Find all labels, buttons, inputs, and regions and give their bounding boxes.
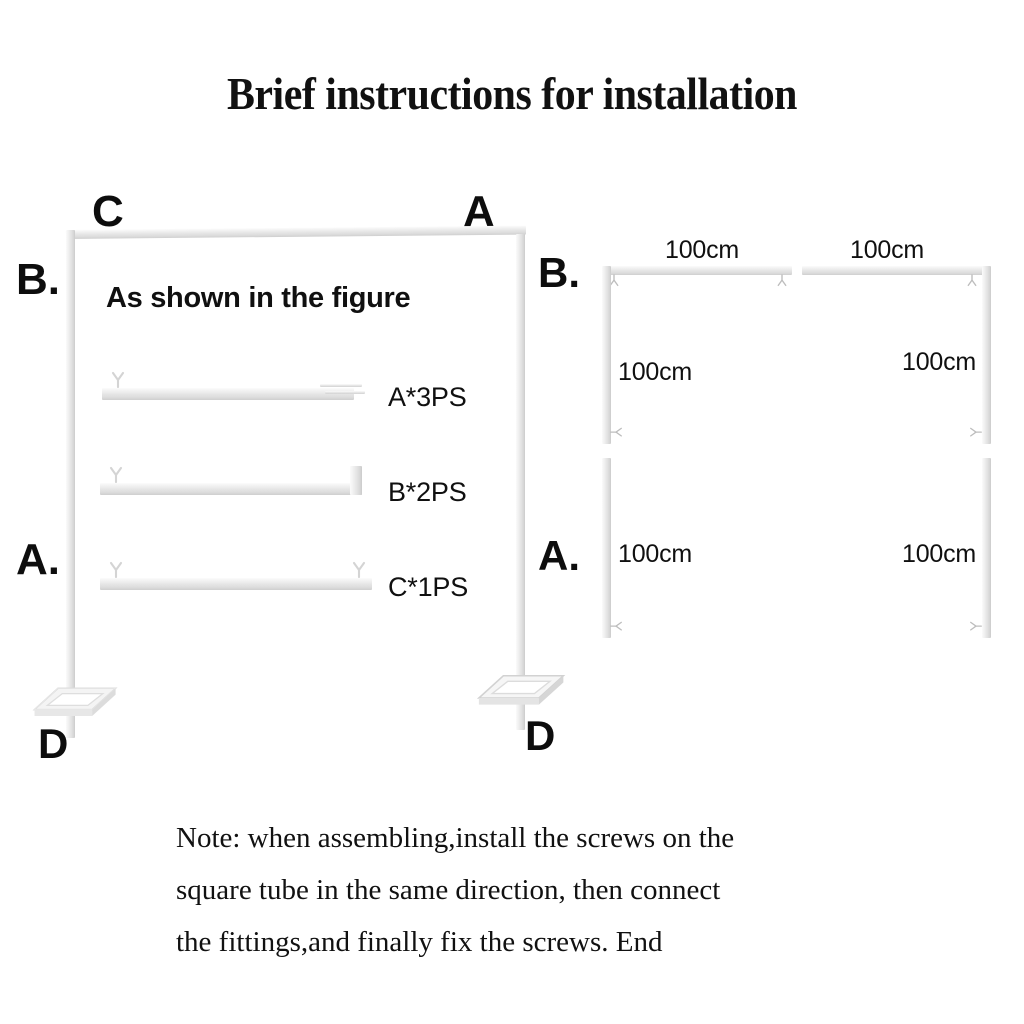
part-b-label: B*2PS [388, 477, 467, 507]
section-a-post-right [982, 458, 991, 638]
section-a-post-left [602, 458, 611, 638]
figure-caption: As shown in the figure [106, 282, 411, 314]
section-b-top-bar-2-length: 100cm [850, 236, 925, 264]
assembly-note: Note: when assembling,install the screws… [176, 812, 866, 968]
section-a-post-right-length: 100cm [902, 540, 977, 568]
part-a-label: A*3PS [388, 382, 467, 412]
section-b-post-right-screw-icon [970, 427, 982, 437]
section-b-bar2-screw-right-icon [967, 274, 977, 287]
part-c-bar [100, 578, 372, 590]
part-a-bar [102, 388, 354, 400]
part-b-screw-left-icon [109, 466, 123, 483]
section-a-post-left-screw-icon [610, 621, 622, 631]
base-plate-left-icon [32, 687, 118, 716]
frame-top-rail [65, 225, 527, 239]
label-d-base-right: D [525, 712, 556, 759]
label-b-left: B. [16, 255, 60, 304]
section-a-label: A. [538, 532, 580, 579]
exploded-dimension-figure: B. 100cm 100cm [530, 230, 1024, 670]
frame-left-upright [66, 230, 75, 738]
section-b-bar1-screw-left-icon [609, 274, 619, 287]
label-d-base-left: D [38, 720, 69, 767]
section-b-top-bar-1-length: 100cm [665, 236, 740, 264]
part-a-bar-stack-3 [325, 391, 365, 394]
section-b-post-left [602, 266, 611, 444]
part-b-bar-long [100, 483, 362, 495]
section-b-post-left-length: 100cm [618, 358, 693, 386]
note-line-1: Note: when assembling,install the screws… [176, 822, 735, 854]
label-c-top-left: C [92, 187, 124, 236]
section-a-post-left-length: 100cm [618, 540, 693, 568]
section-b-bar1-screw-right-icon [777, 274, 787, 287]
label-a-left: A. [16, 535, 60, 584]
section-a-post-right-screw-icon [970, 621, 982, 631]
note-line-3: the fittings,and finally fix the screws.… [176, 926, 663, 958]
section-b-top-bar-2 [802, 266, 984, 275]
part-a-bar-stack-2 [320, 384, 362, 387]
part-a-screw-left-icon [111, 371, 125, 388]
part-b-bar-short [350, 466, 362, 495]
frame-right-upright [516, 234, 525, 730]
note-line-2: square tube in the same direction, then … [176, 874, 721, 906]
part-c-screw-left-icon [109, 561, 123, 578]
section-b-post-right [982, 266, 991, 444]
part-c-label: C*1PS [388, 572, 469, 602]
part-c-screw-right-icon [352, 561, 366, 578]
section-b-label: B. [538, 249, 580, 296]
page-title: Brief instructions for installation [226, 69, 798, 119]
base-plate-right-icon [476, 675, 566, 705]
section-b-post-left-screw-icon [610, 427, 622, 437]
section-b-top-bar-1 [602, 266, 792, 275]
section-b-post-right-length: 100cm [902, 348, 977, 376]
assembled-stand-figure: C A B. A. D D As shown in the figure [0, 160, 566, 780]
